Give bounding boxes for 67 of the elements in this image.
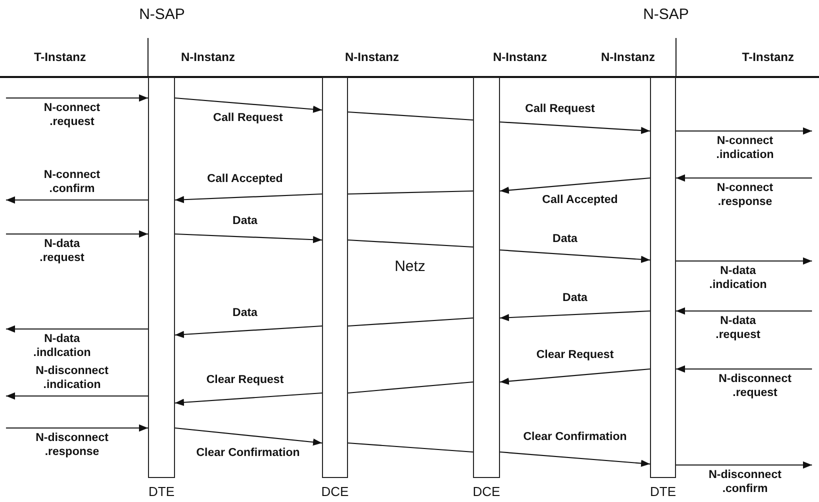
- arrow: [6, 392, 148, 400]
- arrow: [500, 310, 650, 322]
- sap-label: N-SAP: [643, 8, 689, 22]
- primitive-label: N-disconnect .response: [36, 431, 108, 459]
- connector-line: [348, 190, 474, 195]
- arrow: [6, 196, 148, 204]
- station-label: DCE: [472, 484, 500, 499]
- message-label: Data: [552, 232, 578, 246]
- column-header: N-Instanz: [601, 50, 655, 64]
- primitive-label: N-connect .request: [44, 101, 100, 129]
- column-header: T-Instanz: [34, 50, 86, 64]
- arrow: [500, 451, 650, 467]
- message-label: Clear Request: [206, 373, 284, 387]
- primitive-label: N-disconnect .confirm: [708, 468, 782, 496]
- message-label: Call Request: [213, 111, 283, 125]
- station-label: DCE: [321, 484, 349, 499]
- station-label: DTE: [650, 484, 676, 499]
- message-label: Clear Confirmation: [196, 446, 300, 460]
- sap-label: N-SAP: [139, 8, 185, 22]
- primitive-label: N-connect .response: [716, 181, 774, 209]
- arrow: [6, 424, 148, 432]
- column-header: T-Instanz: [742, 50, 794, 64]
- message-label: Clear Confirmation: [523, 430, 627, 444]
- arrow: [174, 325, 322, 338]
- message-label: Call Accepted: [542, 193, 618, 207]
- arrow: [174, 97, 322, 113]
- message-label: Data: [232, 306, 258, 320]
- message-label: Call Accepted: [207, 172, 283, 186]
- network-label: Netz: [394, 260, 426, 274]
- message-label: Call Request: [525, 102, 595, 116]
- message-label: Clear Request: [536, 348, 614, 362]
- connector-line: [348, 381, 474, 394]
- primitive-label: N-disconnect .indication: [36, 364, 108, 392]
- primitive-label: N-data .indlcation: [33, 332, 91, 360]
- primitive-label: N-disconnect .request: [718, 372, 792, 400]
- arrow: [676, 257, 812, 265]
- arrow: [174, 392, 322, 406]
- arrow: [676, 174, 812, 182]
- arrow: [6, 230, 148, 238]
- arrow: [500, 121, 650, 134]
- arrow: [6, 94, 148, 102]
- connector-line: [348, 317, 474, 327]
- arrow: [500, 177, 650, 194]
- primitive-label: N-data .request: [716, 314, 760, 342]
- message-label: Data: [232, 214, 258, 228]
- primitive-label: N-connect .confirm: [44, 168, 100, 196]
- arrow: [676, 127, 812, 135]
- arrow: [500, 249, 650, 263]
- column-header: N-Instanz: [181, 50, 235, 64]
- connector-line: [348, 442, 474, 453]
- arrow: [676, 365, 812, 373]
- arrow: [174, 233, 322, 244]
- primitive-label: N-data .request: [40, 237, 84, 265]
- primitive-label: N-connect .indication: [716, 134, 774, 162]
- primitive-label: N-data .indication: [709, 264, 767, 292]
- arrow: [174, 427, 322, 446]
- arrow: [676, 461, 812, 469]
- arrow: [174, 193, 322, 204]
- arrow: [676, 307, 812, 315]
- station-label: DTE: [148, 484, 174, 499]
- connector-line: [348, 239, 474, 248]
- message-label: Data: [562, 291, 588, 305]
- column-header: N-Instanz: [493, 50, 547, 64]
- arrow: [6, 325, 148, 333]
- connector-line: [348, 111, 474, 121]
- column-header: N-Instanz: [345, 50, 399, 64]
- arrow: [500, 368, 650, 385]
